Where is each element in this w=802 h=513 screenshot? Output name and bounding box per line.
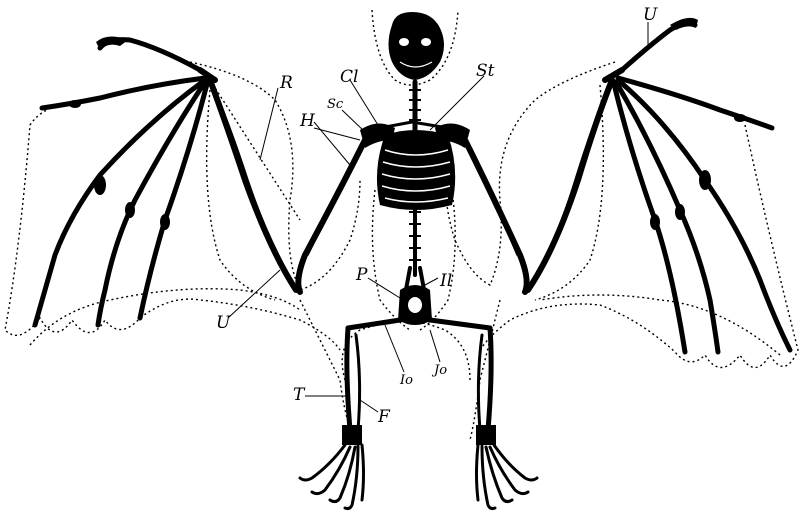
label-pubis: P: [355, 265, 368, 285]
left-wing-digits: [35, 36, 207, 325]
label-clavicle: Cl: [340, 67, 358, 87]
label-ischium-jo: Jo: [431, 363, 447, 378]
skull: [389, 12, 445, 80]
right-leg: [430, 320, 537, 509]
diagram-labels: R Cl Sc St H U U P Il Io Jo T F: [216, 5, 658, 427]
label-ischium: Io: [399, 373, 413, 388]
label-ulna-left: U: [216, 313, 231, 333]
label-ulna-right: U: [643, 5, 658, 25]
label-ilium: Il: [439, 271, 452, 291]
label-sternum: St: [476, 61, 495, 81]
label-humerus: H: [299, 111, 316, 131]
label-scapula: Sc: [327, 97, 344, 112]
right-wing-digits: [614, 18, 790, 352]
label-tibia: T: [293, 385, 306, 405]
right-arm: [465, 70, 622, 292]
label-fibula: F: [377, 407, 391, 427]
rib-cage: [377, 130, 455, 210]
label-radius: R: [279, 73, 293, 93]
